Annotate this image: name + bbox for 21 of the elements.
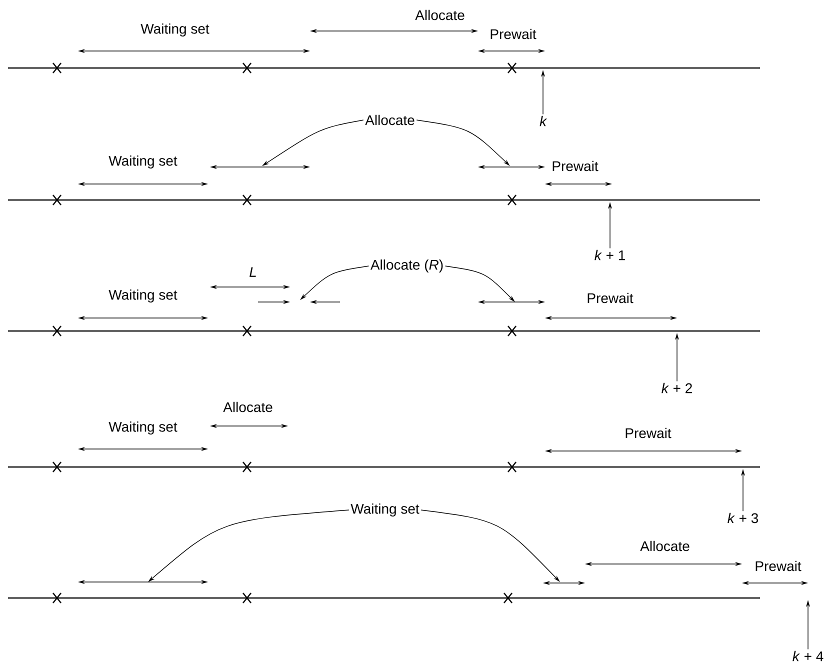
interval-label: Allocate — [223, 402, 272, 412]
interval-label: Allocate — [640, 540, 690, 552]
label-text: Allocate — [365, 114, 414, 126]
interval-label: Allocate — [415, 10, 464, 20]
interval-label: Prewait — [490, 28, 536, 40]
label-text: k — [540, 116, 548, 126]
interval-label: Prewait — [552, 160, 598, 172]
interval-label: Prewait — [626, 428, 672, 438]
interval-label: Prewait — [588, 292, 634, 304]
label-text: Allocate (R) — [370, 259, 443, 273]
interval-label: Waiting set — [108, 289, 178, 303]
interval-label: Waiting set — [108, 155, 178, 169]
interval-label: Waiting set — [140, 23, 210, 37]
interval-label: Waiting set — [108, 421, 178, 435]
label-text: k + 2 — [662, 382, 692, 394]
label-text: Waiting set — [350, 503, 420, 517]
label-text: k + 1 — [594, 250, 625, 260]
interval-label: Prewait — [756, 560, 802, 572]
label-text: k + 4 — [792, 650, 824, 662]
interval-label: L — [250, 267, 256, 277]
label-text: k + 3 — [728, 512, 758, 524]
